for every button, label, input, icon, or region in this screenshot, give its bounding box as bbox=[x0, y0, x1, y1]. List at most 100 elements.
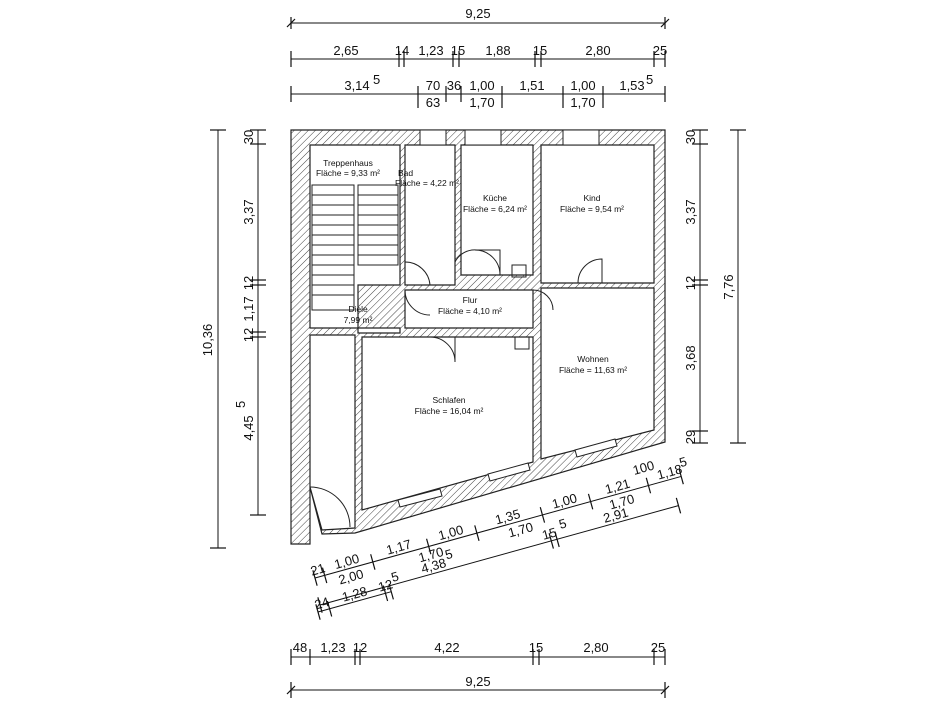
doors bbox=[309, 249, 603, 528]
bottom-dimension-total: 9,25 bbox=[286, 674, 670, 698]
dim-label: 15 bbox=[533, 43, 547, 58]
top-dimension-row1: 2,65 14 1,23 15 1,88 15 2,80 25 bbox=[290, 43, 667, 67]
dim-superscript: 5 bbox=[443, 546, 454, 562]
dim-label: 1,88 bbox=[485, 43, 510, 58]
dim-label: 12 bbox=[683, 276, 698, 290]
dim-label: 2,00 bbox=[337, 566, 365, 587]
room-name: Flur bbox=[463, 295, 478, 305]
dim-label: 1,00 bbox=[570, 78, 595, 93]
top-dimension-total: 9,25 bbox=[286, 6, 670, 29]
dim-label: 15 bbox=[529, 640, 543, 655]
room-treppenhaus: Treppenhaus Fläche = 9,33 m² bbox=[316, 158, 380, 178]
room-diele: Diele 7,99 m² bbox=[344, 304, 373, 325]
dim-label: 12 bbox=[376, 576, 394, 594]
dim-superscript: 5 bbox=[389, 568, 400, 584]
dim-label: 1,21 bbox=[603, 476, 631, 497]
dim-label: 2,80 bbox=[585, 43, 610, 58]
dim-label: 24 bbox=[313, 594, 331, 612]
room-area: Fläche = 11,63 m² bbox=[559, 365, 627, 375]
dim-label: 1,70 bbox=[608, 491, 636, 512]
dim-label: 1,70 bbox=[506, 519, 534, 540]
dim-label: 70 bbox=[426, 78, 440, 93]
dim-label: 1,70 bbox=[570, 95, 595, 110]
diagonal-dimension-row2: 4,38 5 15 5 2,91 bbox=[317, 497, 682, 613]
dim-label: 3,37 bbox=[683, 199, 698, 224]
window bbox=[487, 462, 531, 482]
room-schlafen: Schlafen Fläche = 16,04 m² bbox=[415, 395, 484, 416]
dim-label: 1,00 bbox=[333, 551, 361, 572]
top-dimension-row2: 3,14 5 70 36 1,00 1,51 1,00 1,53 5 63 1,… bbox=[290, 72, 666, 110]
window bbox=[562, 129, 600, 146]
dim-label: 36 bbox=[447, 78, 461, 93]
dim-label: 1,18 bbox=[655, 461, 683, 482]
dim-superscript: 5 bbox=[233, 401, 248, 408]
dim-label: 2,91 bbox=[602, 505, 630, 526]
dim-label: 9,25 bbox=[465, 674, 490, 689]
dim-label: 2,65 bbox=[333, 43, 358, 58]
dim-label: 1,28 bbox=[340, 583, 368, 604]
dim-label: 3,68 bbox=[683, 345, 698, 370]
room-name: Treppenhaus bbox=[323, 158, 373, 168]
diagonal-dimension-row1: 21 1,00 1,17 1,00 1,35 1,00 1,21 100 1,1… bbox=[309, 454, 689, 588]
dim-superscript: 5 bbox=[677, 454, 688, 470]
left-dimension-parts: 30 3,37 12 1,17 12 4,45 5 bbox=[233, 129, 266, 516]
right-dimension-parts: 30 3,37 12 3,68 29 bbox=[683, 129, 708, 444]
dim-label: 12 bbox=[241, 328, 256, 342]
dim-label: 4,22 bbox=[434, 640, 459, 655]
dim-label: 25 bbox=[651, 640, 665, 655]
dim-label: 1,17 bbox=[385, 536, 413, 557]
building-walls bbox=[290, 129, 666, 545]
dim-label: 25 bbox=[653, 43, 667, 58]
dim-label: 1,17 bbox=[241, 296, 256, 321]
dim-label: 1,00 bbox=[469, 78, 494, 93]
room-name: Schlafen bbox=[432, 395, 465, 405]
dim-label: 100 bbox=[631, 458, 656, 478]
room-flur: Flur Fläche = 4,10 m² bbox=[438, 295, 502, 316]
dim-label: 29 bbox=[683, 430, 698, 444]
room-name: Bad bbox=[398, 168, 413, 178]
dim-label: 1,70 bbox=[417, 544, 445, 565]
window bbox=[464, 129, 502, 146]
dim-label: 1,00 bbox=[550, 490, 578, 511]
room-area: Fläche = 4,22 m² bbox=[395, 178, 459, 188]
staircase bbox=[311, 184, 399, 311]
room-name: Wohnen bbox=[577, 354, 609, 364]
dim-label: 4,38 bbox=[419, 555, 447, 576]
dim-label: 30 bbox=[683, 130, 698, 144]
room-name: Kind bbox=[583, 193, 600, 203]
dim-superscript: 5 bbox=[557, 515, 568, 531]
dim-label: 15 bbox=[451, 43, 465, 58]
dim-label: 7,76 bbox=[721, 274, 736, 299]
room-area: Fläche = 4,10 m² bbox=[438, 306, 502, 316]
room-area: Fläche = 16,04 m² bbox=[415, 406, 484, 416]
dim-label: 1,23 bbox=[320, 640, 345, 655]
window bbox=[574, 438, 618, 458]
dim-label: 1,23 bbox=[418, 43, 443, 58]
bottom-dimension-row1: 48 1,23 12 4,22 15 2,80 25 bbox=[290, 640, 666, 665]
room-area: 7,99 m² bbox=[344, 315, 373, 325]
right-dimension-total: 7,76 bbox=[721, 129, 746, 444]
left-dimension-total: 10,36 bbox=[200, 129, 226, 549]
dim-label: 3,14 bbox=[344, 78, 369, 93]
room-kueche: Küche Fläche = 6,24 m² bbox=[463, 193, 527, 214]
room-area: Fläche = 6,24 m² bbox=[463, 204, 527, 214]
diagonal-dimension-row3: 24 1,28 12 5 bbox=[313, 568, 400, 620]
room-kind: Kind Fläche = 9,54 m² bbox=[560, 193, 624, 214]
dim-label: 21 bbox=[309, 560, 327, 578]
room-name: Diele bbox=[348, 304, 368, 314]
window bbox=[419, 129, 447, 146]
dim-superscript: 5 bbox=[373, 72, 380, 87]
dim-label: 9,25 bbox=[465, 6, 490, 21]
dim-label: 3,37 bbox=[241, 199, 256, 224]
dim-label: 2,80 bbox=[583, 640, 608, 655]
dim-label: 1,35 bbox=[493, 506, 521, 527]
room-name: Küche bbox=[483, 193, 507, 203]
dim-label: 48 bbox=[293, 640, 307, 655]
dim-label: 1,51 bbox=[519, 78, 544, 93]
room-bad: Bad Fläche = 4,22 m² bbox=[395, 168, 459, 188]
dim-superscript: 5 bbox=[646, 72, 653, 87]
dim-label: 15 bbox=[540, 524, 558, 542]
dim-label: 1,00 bbox=[437, 522, 465, 543]
room-wohnen: Wohnen Fläche = 11,63 m² bbox=[559, 354, 627, 375]
